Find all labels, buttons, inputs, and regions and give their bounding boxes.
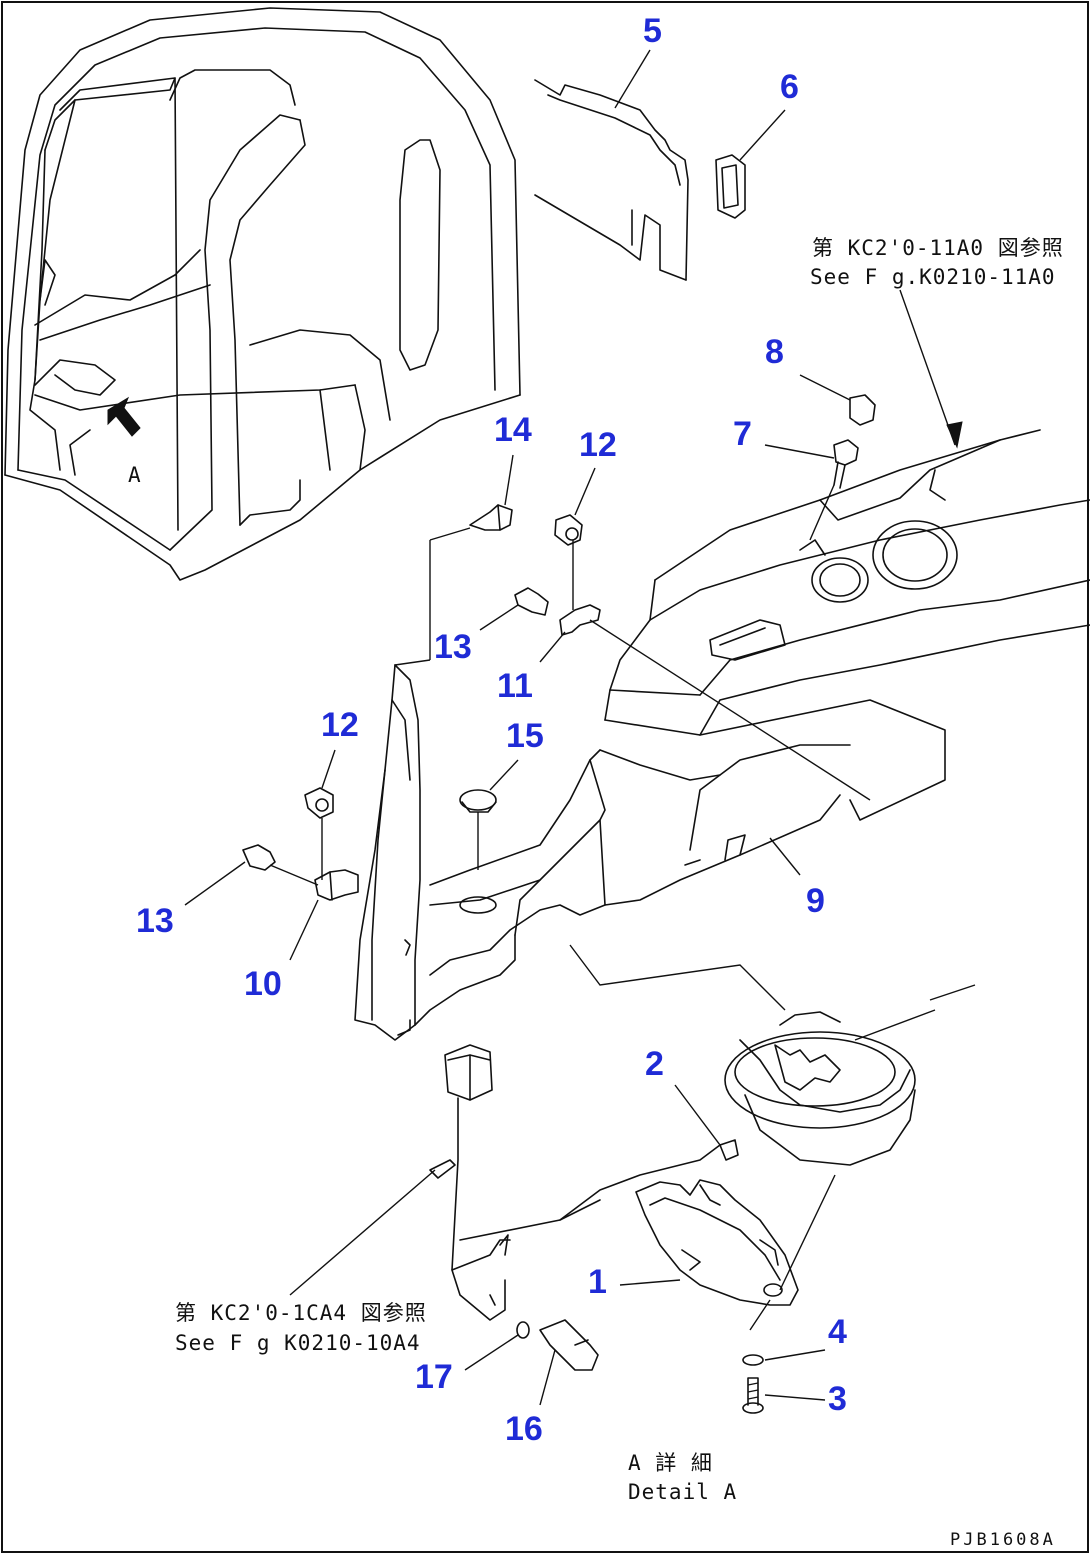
callout-7: 7 <box>733 415 752 453</box>
callout-4: 4 <box>828 1313 847 1351</box>
callout-13-lower: 13 <box>136 902 174 940</box>
callout-11: 11 <box>497 667 533 705</box>
callout-8: 8 <box>765 333 784 371</box>
part-5-cover <box>534 79 689 281</box>
part-8-cap <box>849 394 876 426</box>
reference-lower-line1: 第 KC2'0-1CA4 図参照 <box>175 1301 427 1325</box>
reference-upper-line1: 第 KC2'0-11A0 図参照 <box>812 236 1064 260</box>
part-3-bolt <box>742 1377 764 1414</box>
cab-outline <box>4 7 521 581</box>
reference-lower-line2: See F g K0210-10A4 <box>175 1331 421 1355</box>
callout-12-upper: 12 <box>579 426 617 464</box>
callout-9: 9 <box>806 882 825 920</box>
drawing-code: PJB1608A <box>950 1530 1056 1550</box>
wiring-connector <box>429 1044 721 1321</box>
part-10-bracket <box>314 869 359 901</box>
leader-lines <box>184 49 976 1406</box>
part-15-plug <box>459 789 497 813</box>
part-16-bolt <box>539 1319 599 1371</box>
part-7-screw <box>833 439 859 489</box>
reference-arrow-head <box>946 421 963 449</box>
part-11-bracket <box>559 604 601 636</box>
callout-16: 16 <box>505 1410 543 1448</box>
part-13-clip-upper <box>514 587 549 616</box>
reference-upper-line2: See F g.K0210-11A0 <box>810 265 1056 289</box>
view-arrow-a <box>107 396 141 437</box>
detail-label-line2: Detail A <box>628 1480 737 1504</box>
part-17-washer <box>516 1321 530 1339</box>
part-14-clip <box>469 504 513 531</box>
detail-label-line1: A 詳 細 <box>628 1451 713 1475</box>
callout-3: 3 <box>828 1380 847 1418</box>
callout-6: 6 <box>780 68 799 106</box>
callout-15: 15 <box>506 717 544 755</box>
part-2-clip <box>719 1139 739 1161</box>
part-4-washer <box>742 1354 764 1366</box>
part-12-clip-upper <box>554 514 583 546</box>
cab-lamp <box>724 1011 916 1166</box>
view-marker-a: A <box>128 463 142 487</box>
callout-12-lower: 12 <box>321 706 359 744</box>
callout-14: 14 <box>494 411 532 449</box>
console-assembly <box>604 429 1090 821</box>
part-1-bracket <box>635 1179 799 1306</box>
callout-17: 17 <box>415 1358 453 1396</box>
callout-1: 1 <box>588 1263 607 1301</box>
callout-2: 2 <box>645 1045 664 1083</box>
part-13-clip-lower <box>242 844 276 871</box>
part-12-clip-lower <box>304 787 334 819</box>
callout-5: 5 <box>643 12 662 50</box>
pillar-trim <box>354 664 516 1041</box>
part-9-panel <box>429 744 851 976</box>
part-6-clip <box>715 154 746 219</box>
callout-10: 10 <box>244 965 282 1003</box>
callout-13-upper: 13 <box>434 628 472 666</box>
